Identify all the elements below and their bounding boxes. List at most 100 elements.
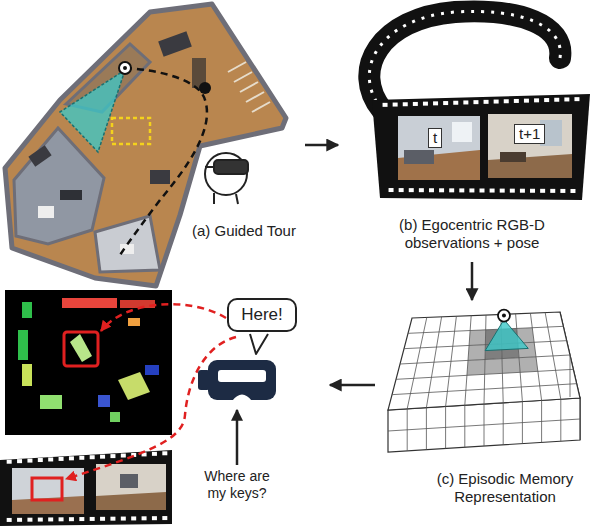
frame-sofa — [404, 150, 434, 164]
frame-table — [500, 152, 526, 162]
sprocket-hole — [27, 459, 32, 463]
map-ground — [5, 290, 172, 435]
furniture — [38, 206, 54, 218]
sprocket-hole — [393, 103, 398, 107]
query-arrow — [236, 410, 239, 465]
frame-label: t — [428, 128, 442, 148]
flow-arrow — [330, 384, 375, 387]
frame-label-text: t — [433, 129, 437, 147]
film-curl — [369, 11, 560, 110]
film-band — [372, 94, 590, 200]
sprocket-hole — [17, 459, 22, 463]
sprocket-hole — [79, 456, 84, 460]
observed-cell — [467, 360, 485, 376]
furniture — [150, 170, 170, 184]
sprocket-hole — [100, 455, 105, 459]
sprocket-hole — [409, 188, 414, 192]
sprocket-holes — [383, 97, 580, 193]
neck — [214, 193, 238, 204]
sprocket-hole — [453, 101, 458, 105]
floor-plan — [5, 4, 286, 286]
sprocket-hole — [100, 517, 105, 521]
sprocket-hole — [38, 518, 43, 522]
grid-line — [392, 384, 577, 395]
observation-panel: (b) Egocentric RGB-D observations + pose… — [338, 0, 592, 262]
sprocket-hole — [48, 457, 53, 461]
sprocket-hole — [504, 99, 509, 103]
memory-grid — [388, 310, 580, 452]
sprocket-hole — [7, 460, 12, 464]
highlight-box — [64, 332, 98, 366]
sprocket-hole — [469, 188, 474, 192]
sprocket-hole — [131, 516, 136, 520]
frame-label-text: t+1 — [519, 125, 540, 143]
sprocket-hole — [463, 100, 468, 104]
grid-top-face — [388, 312, 580, 410]
map-patch — [70, 334, 92, 362]
sprocket-hole — [484, 100, 489, 104]
sprocket-hole — [494, 100, 499, 104]
grid-line — [396, 369, 573, 379]
sprocket-hole — [17, 518, 22, 522]
sprocket-holes — [7, 451, 168, 522]
bubble-tail — [250, 334, 268, 354]
observed-cell — [469, 330, 486, 346]
map-patch — [145, 365, 159, 375]
sprocket-hole — [520, 189, 525, 193]
camera-marker — [498, 310, 510, 322]
observed-cell — [485, 359, 503, 375]
highlight-box — [32, 478, 62, 500]
sprocket-hole — [69, 456, 74, 460]
observed-cell — [502, 358, 520, 374]
memory-panel: (c) Episodic Memory Representation — [375, 300, 592, 526]
sprocket-hole — [540, 189, 545, 193]
sprocket-hole — [449, 188, 454, 192]
frame-floor — [398, 150, 480, 180]
frame-wall — [12, 468, 84, 514]
sprocket-hole — [524, 99, 529, 103]
sprocket-hole — [90, 455, 95, 459]
frame-wall — [398, 116, 480, 180]
frame-furniture — [120, 474, 138, 488]
sprocket-hole — [570, 189, 575, 193]
map-patch — [110, 412, 120, 422]
head — [205, 153, 247, 195]
sprocket-hole — [544, 98, 549, 102]
panel-caption: (b) Egocentric RGB-D observations + pose — [384, 216, 560, 252]
sprocket-hole — [59, 457, 64, 461]
goggles — [214, 160, 248, 174]
grid-line — [570, 355, 571, 397]
headset-icon — [205, 153, 248, 204]
sprocket-hole — [564, 97, 569, 101]
flow-arrow — [305, 144, 338, 147]
flow-arrow — [471, 262, 474, 300]
sprocket-hole — [554, 98, 559, 102]
glasses-body — [208, 360, 276, 400]
frame-wall — [488, 114, 572, 178]
speech-bubble: Here! — [227, 298, 297, 332]
sprocket-hole — [403, 102, 408, 106]
sprocket-hole — [121, 454, 126, 458]
sprocket-hole — [560, 189, 565, 193]
house-floor — [5, 4, 286, 286]
sprocket-hole — [550, 189, 555, 193]
observed-cell — [519, 357, 538, 373]
tour-end-dot — [199, 82, 211, 94]
glasses-window — [218, 370, 266, 382]
film-band — [0, 450, 172, 526]
sprocket-hole — [383, 103, 388, 107]
camera-marker-dot — [123, 66, 127, 70]
sprocket-hole — [69, 517, 74, 521]
film-curl-holes — [369, 11, 560, 110]
sprocket-hole — [429, 188, 434, 192]
sprocket-hole — [162, 516, 167, 520]
sprocket-hole — [7, 518, 12, 522]
sprocket-hole — [423, 102, 428, 106]
observed-cell — [468, 345, 485, 361]
strap — [205, 166, 214, 168]
sprocket-hole — [433, 101, 438, 105]
sprocket-hole — [510, 189, 515, 193]
frame-image — [398, 116, 480, 180]
